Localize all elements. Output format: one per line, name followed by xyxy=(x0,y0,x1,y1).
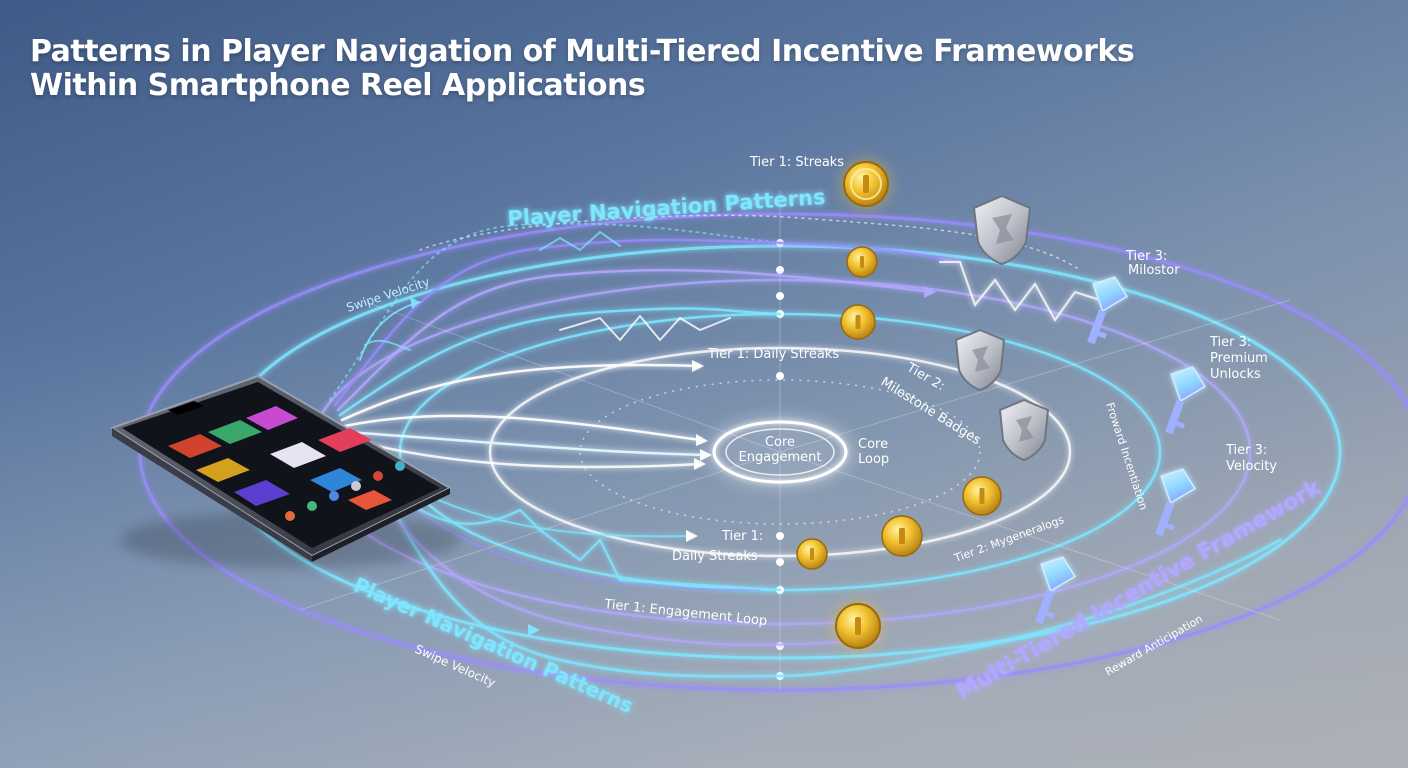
daily-streaks-lower-label: Daily Streaks xyxy=(672,549,758,564)
gold-coin-icon xyxy=(832,600,884,652)
gold-coin-icon xyxy=(796,538,828,570)
core-engagement-node xyxy=(705,415,855,489)
tier3-keys xyxy=(1035,276,1207,625)
page-title-line-2: Within Smartphone Reel Applications xyxy=(30,68,646,103)
core-engagement-label-2: Engagement xyxy=(739,450,822,465)
tier3-velocity-label-2: Velocity xyxy=(1226,459,1277,474)
diamond-key-icon xyxy=(1155,468,1197,537)
gold-coin-icon xyxy=(840,158,892,210)
tier3-premium-label-3: Unlocks xyxy=(1210,367,1261,382)
core-engagement-label-1: Core xyxy=(765,435,795,450)
gold-coin-icon xyxy=(881,515,923,557)
core-loop-label-1: Core xyxy=(858,437,888,452)
tier1-streaks-label: Tier 1: Streaks xyxy=(749,155,844,170)
diamond-key-icon xyxy=(1035,556,1077,625)
nav-patterns-top-label: Player Navigation Patterns xyxy=(507,185,827,231)
gold-coin-icon xyxy=(962,476,1002,516)
gold-coin-icon xyxy=(840,304,876,340)
tier1-lower-label: Tier 1: xyxy=(721,529,763,544)
gold-coin-icon xyxy=(846,246,878,278)
axis-nodes xyxy=(776,239,784,680)
tier3-premium-label-1: Tier 3: xyxy=(1209,335,1251,350)
shield-badge-icon xyxy=(998,398,1050,462)
tier1-daily-streaks-upper-label: Tier 1: Daily Streaks xyxy=(707,347,839,362)
smartphone xyxy=(109,374,460,568)
tier3-milestor-label-2: Milostor xyxy=(1128,263,1180,278)
shield-badge-icon xyxy=(954,328,1006,392)
tier3-premium-label-2: Premium xyxy=(1210,351,1268,366)
core-loop-label-2: Loop xyxy=(858,452,889,467)
tier1-coins xyxy=(796,158,1002,652)
flow-arrowheads xyxy=(528,286,936,636)
shield-badge-icon xyxy=(972,194,1032,266)
diamond-key-icon xyxy=(1087,276,1129,345)
page-title-line-1: Patterns in Player Navigation of Multi-T… xyxy=(30,34,1135,69)
tier3-velocity-label-1: Tier 3: xyxy=(1225,443,1267,458)
diamond-key-icon xyxy=(1165,366,1207,435)
app-screen-tiles xyxy=(168,406,405,521)
tier3-milestor-label-1: Tier 3: xyxy=(1125,249,1167,264)
tier2-badges xyxy=(954,194,1050,462)
